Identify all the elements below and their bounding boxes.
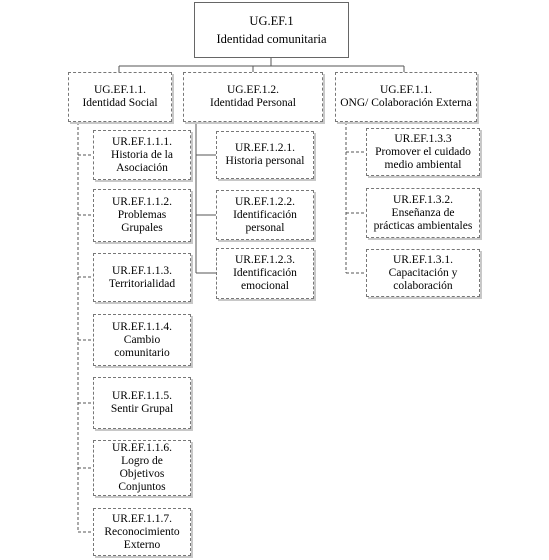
group-node-identidad-social: UG.EF.1.1. Identidad Social <box>68 72 172 122</box>
item-code: UR.EF.1.1.1. <box>111 135 173 148</box>
item-node-1-3-1: UR.EF.1.3.1. Capacitación y colaboración <box>366 249 480 297</box>
item-line: Sentir Grupal <box>110 403 174 415</box>
item-line: Promover el cuidado <box>375 145 471 158</box>
root-node: UG.EF.1 Identidad comunitaria <box>194 2 349 58</box>
item-code: UR.EF.1.3.2. <box>392 193 454 206</box>
item-node-1-1-7: UR.EF.1.1.7. Reconocimiento Externo <box>93 508 191 556</box>
group-node-ong-colaboracion: UG.EF.1.1. ONG/ Colaboración Externa <box>335 72 477 122</box>
item-line: Capacitación y <box>388 266 458 279</box>
item-line: Problemas <box>117 209 167 221</box>
root-label: Identidad comunitaria <box>216 32 327 46</box>
item-node-1-1-4: UR.EF.1.1.4. Cambio comunitario <box>93 314 191 366</box>
item-node-1-1-6: UR.EF.1.1.6. Logro de Objetivos Conjunto… <box>93 440 191 496</box>
item-code: UR.EF.1.1.2. <box>111 196 173 208</box>
group-label: ONG/ Colaboración Externa <box>340 97 472 109</box>
item-line: Cambio <box>123 333 161 346</box>
item-node-1-2-3: UR.EF.1.2.3. Identificación emocional <box>216 248 314 299</box>
item-code: UR.EF.1.1.4. <box>111 320 173 333</box>
item-line: Identificación <box>233 267 297 279</box>
item-code: UR.EF.1.1.7. <box>111 512 173 525</box>
item-line: comunitario <box>114 346 170 359</box>
group-label: Identidad Social <box>82 97 158 109</box>
item-line: Historia de la <box>111 148 173 161</box>
group-code: UG.EF.1.1. <box>93 84 147 96</box>
item-line: medio ambiental <box>384 158 462 171</box>
item-code: UR.EF.1.1.3. <box>111 264 173 277</box>
item-code: UR.EF.1.2.1. <box>234 142 296 154</box>
item-line: Logro de <box>121 455 163 467</box>
item-node-1-2-2: UR.EF.1.2.2. Identificación personal <box>216 190 314 240</box>
item-line: colaboración <box>393 279 453 292</box>
root-code: UG.EF.1 <box>249 14 294 28</box>
item-code: UR.EF.1.1.5. <box>111 390 173 402</box>
item-line: Enseñanza de <box>391 206 455 219</box>
item-line: Territorialidad <box>108 277 176 290</box>
item-node-1-3-2: UR.EF.1.3.2. Enseñanza de prácticas ambi… <box>366 188 480 238</box>
item-code: UR.EF.1.2.2. <box>234 195 296 208</box>
item-line: Grupales <box>121 222 163 234</box>
item-line: Reconocimiento <box>104 525 180 538</box>
item-line: Historia personal <box>225 155 305 167</box>
group-code: UG.EF.1.1. <box>379 84 433 96</box>
item-node-1-2-1: UR.EF.1.2.1. Historia personal <box>216 131 314 179</box>
item-line: Conjuntos <box>118 481 166 493</box>
item-line: Externo <box>123 538 161 551</box>
item-line: personal <box>245 221 285 234</box>
item-line: Asociación <box>116 161 168 174</box>
group-node-identidad-personal: UG.EF.1.2. Identidad Personal <box>183 72 323 122</box>
item-line: Identificación <box>233 208 297 221</box>
item-code: UR.EF.1.3.3 <box>394 132 452 145</box>
item-line: prácticas ambientales <box>373 219 473 232</box>
item-code: UR.EF.1.1.6. <box>111 442 173 454</box>
item-node-1-3-3: UR.EF.1.3.3 Promover el cuidado medio am… <box>366 128 480 176</box>
item-node-1-1-5: UR.EF.1.1.5. Sentir Grupal <box>93 377 191 429</box>
item-node-1-1-2: UR.EF.1.1.2. Problemas Grupales <box>93 189 191 242</box>
item-node-1-1-1: UR.EF.1.1.1. Historia de la Asociación <box>93 130 191 180</box>
item-code: UR.EF.1.2.3. <box>234 254 296 266</box>
group-code: UG.EF.1.2. <box>226 84 280 96</box>
item-node-1-1-3: UR.EF.1.1.3. Territorialidad <box>93 253 191 302</box>
item-code: UR.EF.1.3.1. <box>392 253 454 266</box>
group-label: Identidad Personal <box>210 97 296 109</box>
item-line: Objetivos <box>119 468 165 480</box>
item-line: emocional <box>241 280 289 292</box>
